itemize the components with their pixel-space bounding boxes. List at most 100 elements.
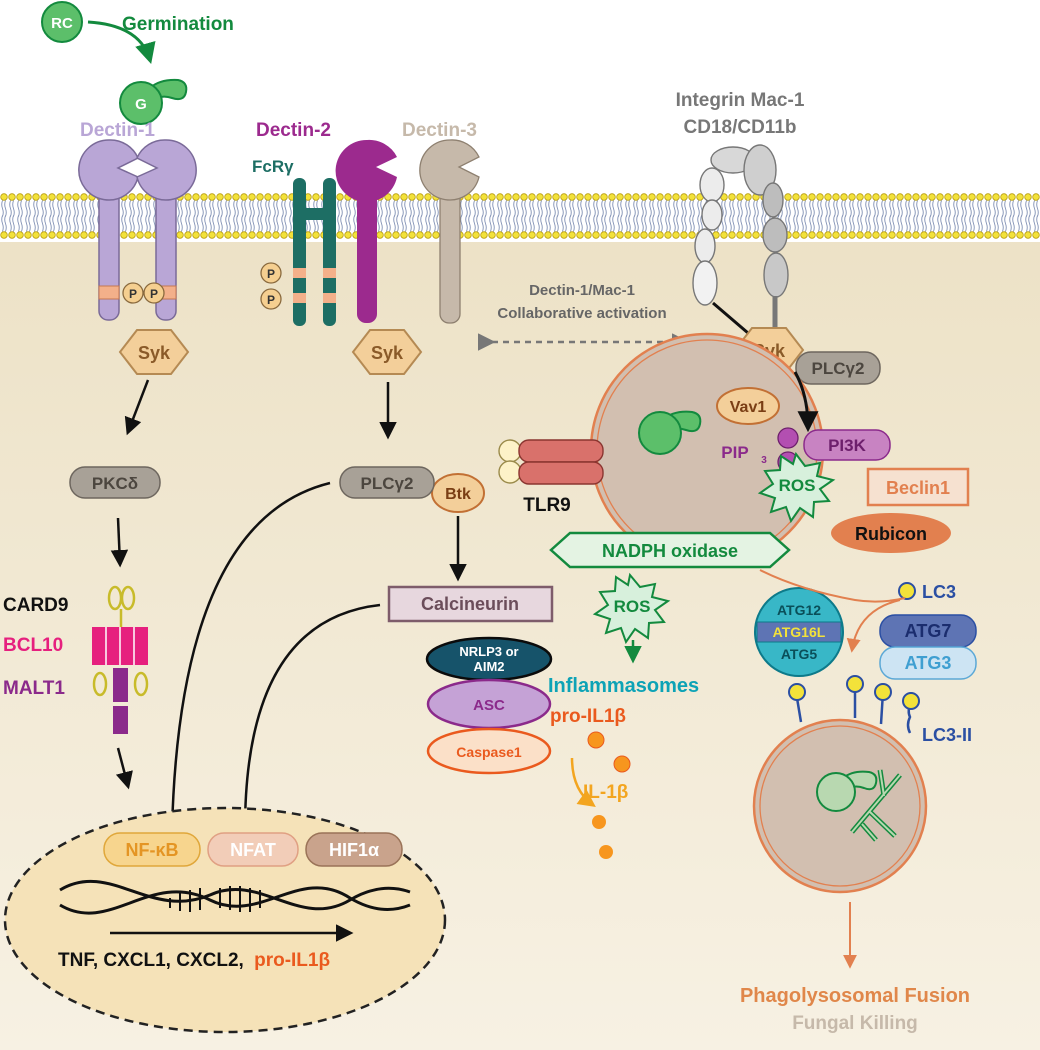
beclin1: Beclin1 bbox=[866, 467, 970, 507]
nfkb-factor: NF-κB bbox=[103, 832, 201, 867]
ros-label: ROS bbox=[779, 476, 816, 495]
caspase1-label: Caspase1 bbox=[456, 744, 522, 760]
phospho-tyrosine: P P bbox=[122, 282, 165, 304]
nfkb-label: NF-κB bbox=[125, 840, 178, 860]
germinating-conidium: G bbox=[119, 78, 188, 125]
phospho-label: P bbox=[267, 267, 275, 281]
fungal-killing-label: Fungal Killing bbox=[792, 1013, 918, 1034]
dectin3-label: Dectin-3 bbox=[402, 120, 477, 141]
atg3-label: ATG3 bbox=[905, 653, 952, 673]
nlrp3-label-2: AIM2 bbox=[473, 659, 504, 674]
plcg2-integrin: PLCγ2 bbox=[795, 351, 881, 385]
lc3-associated-phagosome bbox=[752, 718, 928, 894]
syk-label: Syk bbox=[138, 343, 171, 363]
nadph-label: NADPH oxidase bbox=[602, 541, 738, 561]
syk1-arrow bbox=[124, 379, 150, 436]
dna-helix bbox=[59, 879, 411, 915]
integrin-sub-label: CD18/CD11b bbox=[684, 117, 797, 138]
inflammasome-complex: NRLP3 or AIM2 ASC Caspase1 bbox=[425, 636, 553, 775]
atg12-label: ATG12 bbox=[777, 602, 821, 618]
pip-subscript: 3 bbox=[761, 455, 767, 466]
dectin2-receptor bbox=[335, 139, 397, 323]
il1b-label: IL-1β bbox=[583, 782, 628, 803]
phospho-label: P bbox=[150, 287, 158, 301]
phagolysosomal-fusion-label: Phagolysosomal Fusion bbox=[740, 985, 970, 1007]
tlr9-label: TLR9 bbox=[523, 495, 571, 516]
lc3-ii-label: LC3-II bbox=[922, 725, 972, 745]
lc3-ii-lipidation: LC3-II bbox=[788, 675, 972, 745]
pro-il1b-dots bbox=[587, 731, 631, 773]
germination-arrow bbox=[87, 20, 156, 65]
dectin3-receptor bbox=[419, 139, 480, 324]
rc-label: RC bbox=[51, 15, 73, 32]
phospho-label: P bbox=[129, 287, 137, 301]
pro-il1b-label: pro-IL1β bbox=[550, 706, 626, 727]
rubicon: Rubicon bbox=[831, 513, 951, 553]
vav1: Vav1 bbox=[716, 387, 780, 425]
bcl10-label: BCL10 bbox=[3, 635, 63, 656]
plcg2-label: PLCγ2 bbox=[812, 359, 865, 378]
lc3: LC3 bbox=[898, 582, 956, 602]
plcg2-dectin2: PLCγ2 bbox=[339, 466, 435, 499]
phospho-label: P bbox=[267, 293, 275, 307]
dectin2-label: Dectin-2 bbox=[256, 120, 331, 141]
nfat-factor: NFAT bbox=[207, 832, 299, 867]
pi3k-label: PI3K bbox=[828, 436, 867, 455]
cbm-arrow bbox=[115, 747, 133, 790]
phagosome-to-lc3-arrow bbox=[759, 569, 906, 603]
atg12-16l-5-complex: ATG12 ATG16L ATG5 bbox=[754, 587, 844, 677]
pi3k: PI3K bbox=[803, 429, 891, 461]
pkc-delta: PKCδ bbox=[69, 466, 161, 499]
cleavage-arrow bbox=[570, 757, 596, 808]
cbm-complex bbox=[92, 585, 149, 734]
ros-burst-cytoplasm: ROS bbox=[592, 572, 671, 645]
germination-label: Germination bbox=[122, 14, 234, 35]
gene-products-text: TNF, CXCL1, CXCL2, bbox=[58, 950, 244, 971]
atg3: ATG3 bbox=[879, 646, 977, 680]
ros-label: ROS bbox=[614, 597, 651, 616]
vav1-label: Vav1 bbox=[730, 399, 767, 416]
gene-products-label: TNF, CXCL1, CXCL2, pro-IL1β bbox=[58, 950, 330, 971]
dectin1-receptor bbox=[78, 139, 197, 321]
lc3-label: LC3 bbox=[922, 582, 956, 602]
lc3-conjugation-arrow bbox=[846, 599, 901, 653]
g-label: G bbox=[135, 96, 147, 113]
plcg2-label: PLCγ2 bbox=[361, 474, 414, 493]
pip-label: PIP bbox=[721, 443, 748, 462]
btk-label: Btk bbox=[445, 486, 471, 503]
nfat-label: NFAT bbox=[230, 840, 276, 860]
card9-label: CARD9 bbox=[3, 595, 68, 616]
nadph-oxidase: NADPH oxidase bbox=[549, 531, 791, 569]
atg7-label: ATG7 bbox=[905, 621, 952, 641]
phagosome bbox=[589, 332, 825, 568]
malt1-label: MALT1 bbox=[3, 678, 65, 699]
syk-label: Syk bbox=[371, 343, 404, 363]
pkc-arrow bbox=[110, 517, 129, 568]
syk-to-pi3k-arrow bbox=[793, 371, 819, 433]
pkc-label: PKCδ bbox=[92, 474, 138, 493]
collab-label-1: Dectin-1/Mac-1 bbox=[529, 282, 635, 299]
gene-products-highlight: pro-IL1β bbox=[254, 950, 330, 971]
fcr-gamma bbox=[293, 178, 336, 326]
syk-node-2: Syk bbox=[351, 329, 423, 375]
nlrp3-label-1: NRLP3 or bbox=[459, 644, 518, 659]
fcr-label: FcRγ bbox=[252, 157, 294, 176]
resting-conidium: RC bbox=[41, 1, 83, 43]
rubicon-label: Rubicon bbox=[855, 524, 927, 544]
integrin-mac1 bbox=[692, 144, 789, 335]
inflammasomes-label: Inflammasomes bbox=[548, 675, 699, 697]
ros-burst-phagosome: ROS bbox=[757, 451, 836, 524]
beclin1-label: Beclin1 bbox=[886, 478, 950, 498]
hif1a-label: HIF1α bbox=[329, 840, 379, 860]
collab-label-2: Collaborative activation bbox=[497, 305, 666, 322]
calcineurin: Calcineurin bbox=[387, 585, 554, 623]
fcr-phospho: P P bbox=[260, 262, 282, 310]
btk: Btk bbox=[431, 473, 485, 513]
hif1a-factor: HIF1α bbox=[305, 832, 403, 867]
tlr9: TLR9 bbox=[498, 439, 604, 516]
atg5-label: ATG5 bbox=[781, 646, 818, 662]
integrin-label: Integrin Mac-1 bbox=[676, 90, 805, 111]
plcg2-to-nucleus-arrow bbox=[163, 481, 331, 834]
asc-label: ASC bbox=[473, 697, 505, 714]
calcineurin-to-nucleus-arrow bbox=[236, 603, 381, 834]
